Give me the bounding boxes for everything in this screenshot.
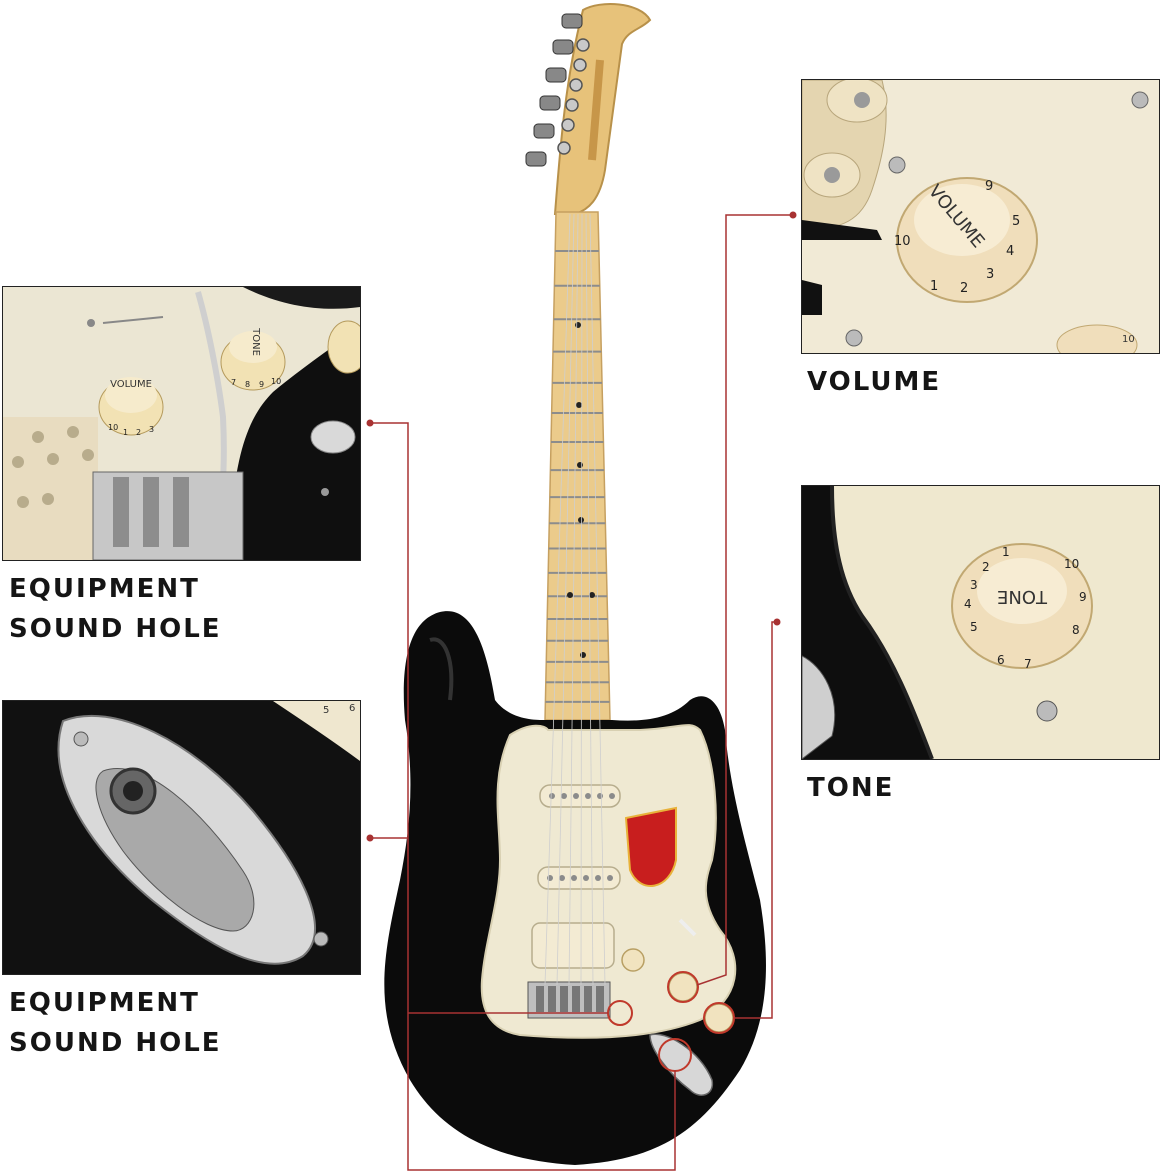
closeup-left-volume-label: VOLUME [110,379,152,390]
closeup-left-tone-label: TONE [250,327,261,356]
svg-text:9: 9 [985,179,993,194]
neck-pickup [539,784,621,808]
volume-knob[interactable] [621,948,645,972]
svg-text:2: 2 [960,281,968,296]
svg-text:1: 1 [1002,545,1010,559]
svg-text:3: 3 [970,578,978,592]
svg-text:4: 4 [964,597,972,611]
svg-text:10: 10 [271,377,281,386]
closeup-left-volume-knob: VOLUME 10 1 2 3 [98,377,164,437]
brand-badge [624,806,677,887]
closeup-tone-label: TONE [997,586,1048,607]
svg-text:2: 2 [982,560,990,574]
svg-text:9: 9 [259,380,264,389]
svg-text:5: 5 [970,620,978,634]
svg-text:10: 10 [1064,557,1079,571]
svg-text:10: 10 [108,423,118,432]
svg-text:10: 10 [894,234,911,249]
bridge-humbucker [531,922,615,969]
svg-text:1: 1 [123,428,128,437]
middle-pickup [537,866,621,890]
caption-top-left: EQUIPMENT SOUND HOLE [9,574,222,644]
svg-text:9: 9 [1079,590,1087,604]
svg-text:3: 3 [986,267,994,282]
caption-top-right: VOLUME [807,367,942,397]
svg-text:5: 5 [323,705,329,716]
caption-bottom-right: TONE [807,773,895,803]
closeup-tone-knob: TONE 1 2 3 4 5 6 7 8 9 10 [951,543,1093,671]
output-jack-plate [649,1033,714,1096]
guitar-body [384,213,766,1165]
svg-text:7: 7 [1024,657,1032,671]
guitar-headstock [525,3,652,215]
svg-text:8: 8 [1072,623,1080,637]
closeup-volume-panel: VOLUME 1 2 3 4 5 9 10 10 [801,79,1160,354]
svg-text:10: 10 [1122,334,1135,345]
closeup-bridge-panel: VOLUME 10 1 2 3 TONE 7 8 9 10 [2,286,361,561]
svg-text:7: 7 [231,378,236,387]
svg-text:1: 1 [930,279,938,294]
svg-text:6: 6 [997,653,1005,667]
closeup-tone-panel: TONE 1 2 3 4 5 6 7 8 9 10 [801,485,1160,760]
svg-text:4: 4 [1006,244,1014,259]
closeup-volume-knob: VOLUME 1 2 3 4 5 9 10 [894,177,1038,303]
closeup-jack-panel: 5 6 [2,700,361,975]
svg-text:6: 6 [349,703,355,714]
svg-text:2: 2 [136,428,141,437]
svg-text:3: 3 [149,425,154,434]
caption-bottom-left: EQUIPMENT SOUND HOLE [9,988,222,1058]
closeup-left-tone-knob: TONE 7 8 9 10 [220,327,286,391]
svg-text:5: 5 [1012,214,1020,229]
svg-text:8: 8 [245,380,250,389]
